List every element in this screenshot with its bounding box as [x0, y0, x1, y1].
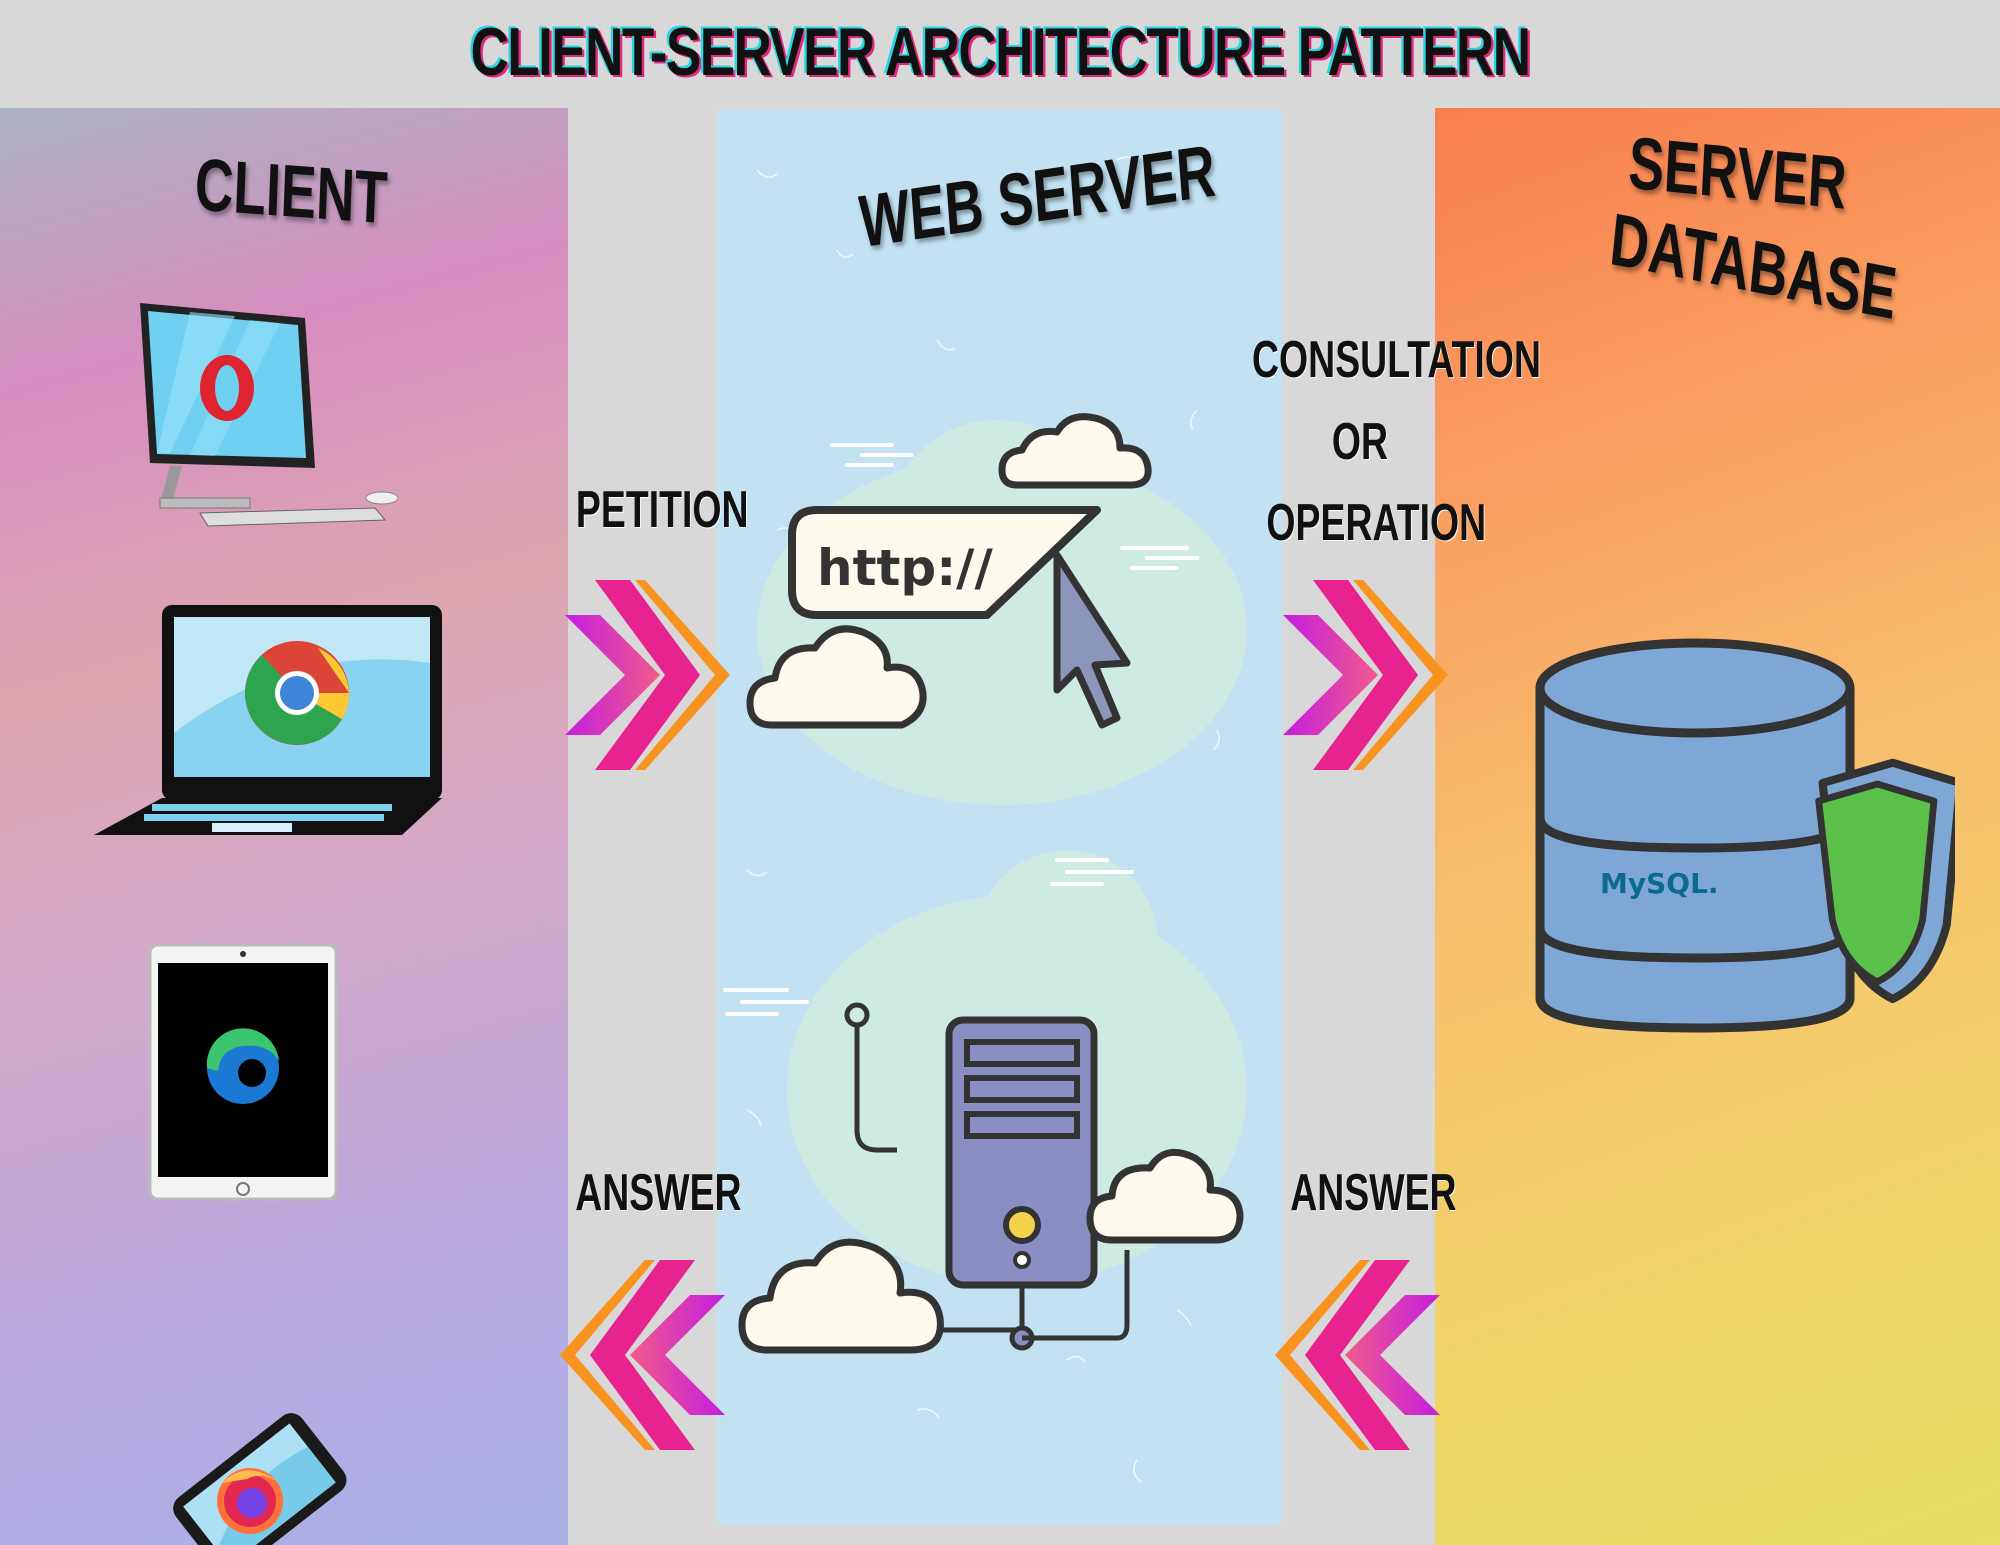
url-bar-icon: http://	[788, 506, 1101, 619]
laptop-icon	[94, 605, 442, 835]
consultation-label-line1: CONSULTATION	[1252, 331, 1542, 389]
smartphone-icon	[173, 1413, 347, 1545]
petition-label: PETITION	[575, 481, 749, 539]
client-column: CLIENT	[0, 108, 568, 1545]
server-tower-icon	[945, 1016, 1130, 1351]
edge-icon	[206, 1028, 279, 1104]
tablet-icon	[148, 943, 338, 1201]
mysql-logo-text: MySQL.	[1600, 867, 1719, 900]
cursor-arrow-icon	[1053, 551, 1131, 729]
http-cloud-illustration: http://	[746, 413, 1247, 805]
consultation-arrow-icon	[1283, 580, 1448, 770]
security-shield-icon	[1815, 758, 1955, 1004]
firefox-icon	[217, 1468, 283, 1534]
web-server-column: WEB SERVER http://	[717, 110, 1282, 1525]
consultation-label-line3: OPERATION	[1266, 494, 1487, 552]
cloud-small-left-icon	[746, 625, 927, 729]
answer-left-label: ANSWER	[575, 1164, 742, 1222]
client-heading: CLIENT	[193, 142, 389, 240]
server-cloud-illustration	[723, 850, 1247, 1354]
cloud-left-icon	[738, 1238, 944, 1354]
cloud-right-icon	[1086, 1148, 1244, 1244]
answer-right-label: ANSWER	[1290, 1164, 1457, 1222]
opera-icon	[200, 355, 254, 421]
database-column: SERVER DATABASE MySQL.	[1435, 108, 2000, 1545]
url-text: http://	[817, 539, 993, 597]
database-cylinder-icon: MySQL.	[1535, 638, 1955, 1033]
desktop-computer-icon	[140, 303, 399, 527]
petition-arrow-icon	[565, 580, 730, 770]
consultation-label-line2: OR	[1331, 413, 1389, 471]
cloud-small-right-icon	[998, 413, 1152, 489]
page-title: CLIENT-SERVER ARCHITECTURE PATTERN	[470, 14, 1531, 90]
answer-right-arrow-icon	[1275, 1260, 1440, 1450]
answer-left-arrow-icon	[560, 1260, 725, 1450]
chrome-icon	[245, 641, 349, 745]
